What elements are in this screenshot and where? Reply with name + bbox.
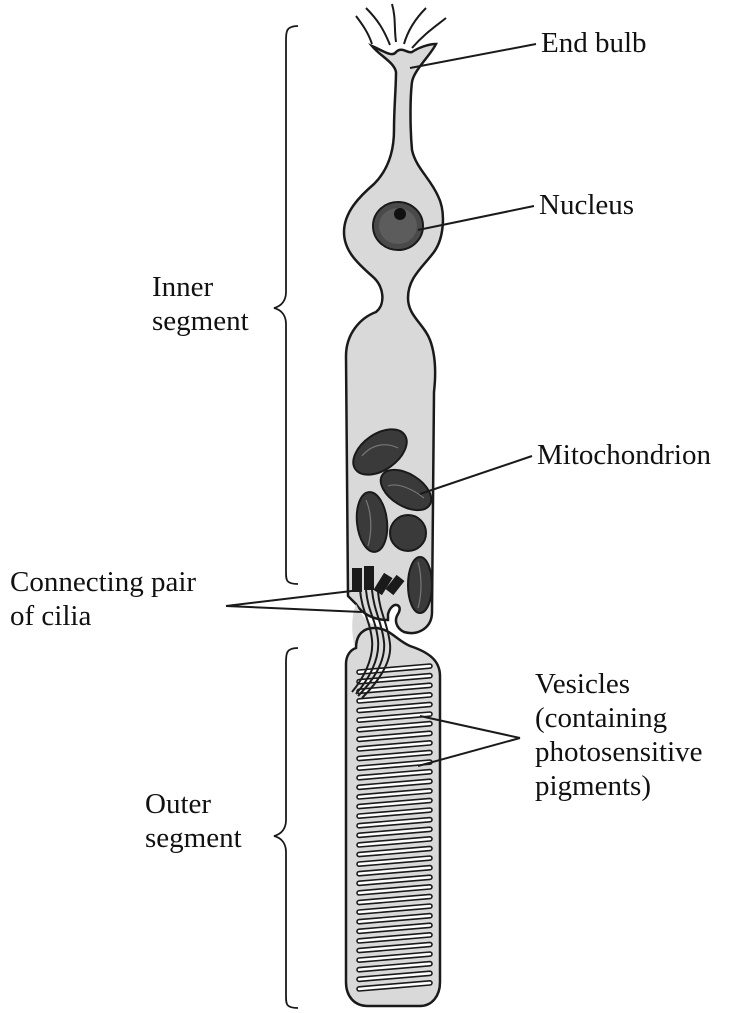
mitochondrion-4 bbox=[390, 515, 426, 551]
outer-segment-label: Outer segment bbox=[145, 787, 242, 855]
connecting-cilia-line-1: Connecting pair bbox=[10, 565, 196, 599]
end-bulb-text: End bulb bbox=[541, 27, 647, 59]
vesicles-line-1: Vesicles bbox=[535, 667, 703, 701]
nucleus-label: Nucleus bbox=[539, 188, 634, 222]
mitochondrion-5 bbox=[408, 557, 432, 613]
end-bulb-label: End bulb bbox=[541, 26, 647, 60]
vesicles-line-4: pigments) bbox=[535, 769, 703, 803]
vesicles-line-2: (containing bbox=[535, 701, 703, 735]
inner-segment-line-2: segment bbox=[152, 304, 249, 338]
connecting-cilia-label: Connecting pair of cilia bbox=[10, 565, 196, 633]
connecting-cilia-line-2: of cilia bbox=[10, 599, 196, 633]
mitochondrion-leader bbox=[420, 456, 532, 494]
cilia-leader-1 bbox=[226, 590, 360, 606]
vesicles-label: Vesicles (containing photosensitive pigm… bbox=[535, 667, 703, 803]
outer-segment-line-1: Outer bbox=[145, 787, 242, 821]
cilia-leader-2 bbox=[226, 606, 362, 612]
mitochondrion-text: Mitochondrion bbox=[537, 439, 711, 471]
outer-segment-bracket bbox=[274, 648, 298, 1008]
inner-segment-bracket bbox=[274, 26, 298, 584]
nucleus-text: Nucleus bbox=[539, 189, 634, 221]
inner-segment-label: Inner segment bbox=[152, 270, 249, 338]
nucleus bbox=[373, 202, 423, 250]
inner-segment-line-1: Inner bbox=[152, 270, 249, 304]
outer-segment-line-2: segment bbox=[145, 821, 242, 855]
dendrite-branches bbox=[356, 4, 446, 48]
mitochondrion-label: Mitochondrion bbox=[537, 438, 711, 472]
vesicles-line-3: photosensitive bbox=[535, 735, 703, 769]
